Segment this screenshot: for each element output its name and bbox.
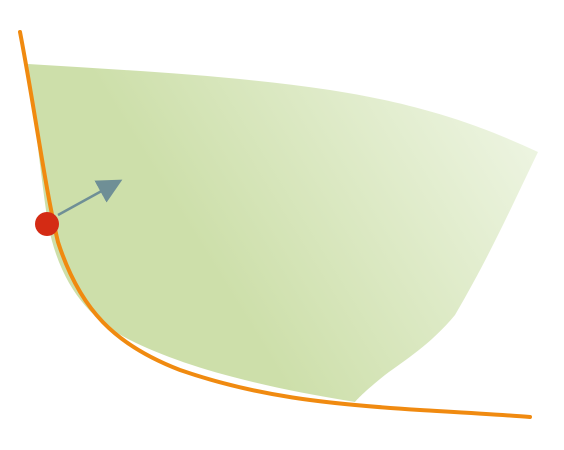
gradient-arrow — [57, 179, 123, 217]
optimal-point — [35, 212, 59, 236]
indifference-curve — [18, 30, 532, 419]
feasible-region — [28, 64, 538, 402]
